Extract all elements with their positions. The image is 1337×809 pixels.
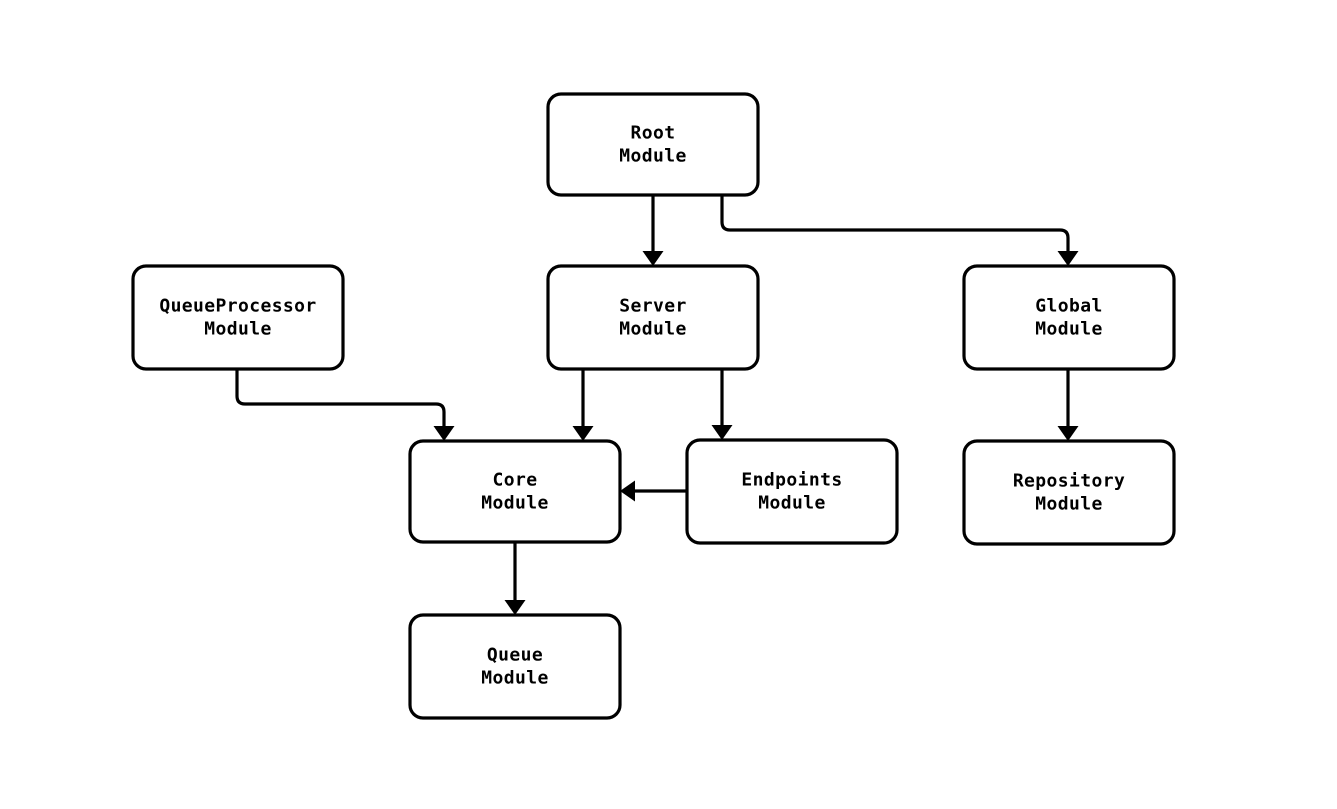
edge-line xyxy=(720,195,1070,252)
node-box[interactable] xyxy=(546,92,760,197)
node-label-line2: Module xyxy=(619,146,686,167)
nodes-layer: RootModuleQueueProcessorModuleServerModu… xyxy=(131,92,1176,720)
edge-root-to-server xyxy=(642,195,664,266)
node-label-line1: Core xyxy=(493,470,538,491)
arrowhead-icon xyxy=(711,425,733,440)
edge-line xyxy=(235,369,446,427)
arrowhead-icon xyxy=(1057,251,1079,266)
node-box[interactable] xyxy=(408,439,622,544)
arrowhead-icon xyxy=(504,600,526,615)
node-label-line1: Root xyxy=(631,123,676,144)
node-label-line1: Endpoints xyxy=(741,470,842,491)
edge-root-to-global xyxy=(720,195,1079,266)
node-label-line2: Module xyxy=(758,493,825,514)
node-label-line1: Server xyxy=(619,296,686,317)
node-label-line2: Module xyxy=(1035,319,1102,340)
node-label-line1: Repository xyxy=(1013,471,1125,492)
edge-global-to-repository xyxy=(1057,369,1079,441)
node-label-line1: Global xyxy=(1035,296,1102,317)
node-box[interactable] xyxy=(962,439,1176,546)
arrowhead-icon xyxy=(433,426,455,441)
node-label-line2: Module xyxy=(1035,494,1102,515)
arrowhead-icon xyxy=(620,480,635,502)
node-label-line1: Queue xyxy=(487,645,543,666)
edge-server-to-endpoints xyxy=(711,369,733,440)
node-label-line1: QueueProcessor xyxy=(159,296,316,317)
edge-core-to-queue xyxy=(504,542,526,615)
arrowhead-icon xyxy=(1057,426,1079,441)
node-box[interactable] xyxy=(408,613,622,720)
node-label-line2: Module xyxy=(204,319,271,340)
edge-server-to-core xyxy=(572,369,594,441)
node-box[interactable] xyxy=(962,264,1176,371)
edges-layer xyxy=(235,195,1079,615)
edge-queueprocessor-to-core xyxy=(235,369,455,441)
node-label-line2: Module xyxy=(619,319,686,340)
node-label-line2: Module xyxy=(481,668,548,689)
node-box[interactable] xyxy=(685,438,899,545)
node-label-line2: Module xyxy=(481,493,548,514)
arrowhead-icon xyxy=(572,426,594,441)
node-box[interactable] xyxy=(546,264,760,371)
edge-endpoints-to-core xyxy=(620,480,687,502)
arrowhead-icon xyxy=(642,251,664,266)
node-box[interactable] xyxy=(131,264,345,371)
